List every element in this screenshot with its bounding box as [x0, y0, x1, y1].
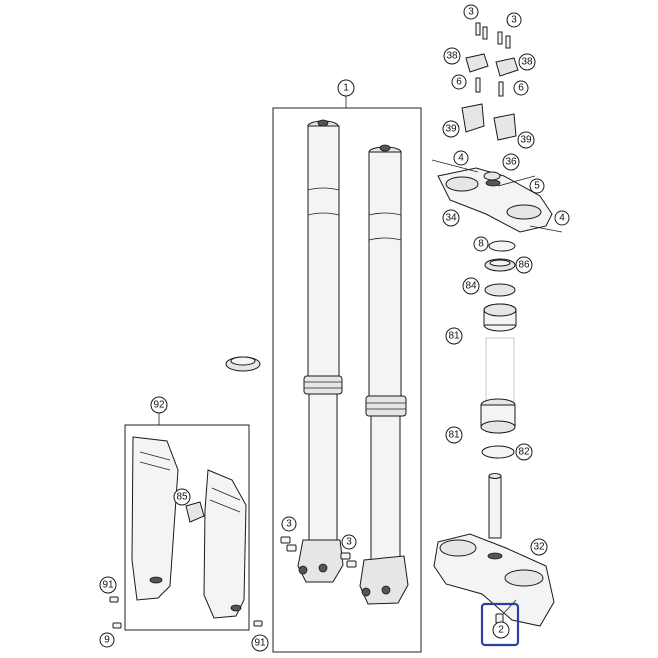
svg-text:39: 39 — [520, 135, 532, 146]
lower-triple-clamp — [433, 533, 555, 627]
right-fork-leg — [359, 144, 409, 605]
svg-text:91: 91 — [102, 580, 114, 591]
handlebar-clamp-screws — [475, 77, 504, 97]
svg-text:38: 38 — [521, 57, 533, 68]
svg-text:86: 86 — [518, 260, 530, 271]
bolt-2 — [495, 599, 517, 624]
svg-text:6: 6 — [456, 77, 462, 88]
left-fork-leg — [297, 119, 344, 583]
svg-text:82: 82 — [518, 447, 530, 458]
top-screws — [475, 22, 511, 49]
steering-stem — [488, 473, 502, 539]
callout-36[interactable]: 36 — [502, 153, 520, 171]
svg-text:34: 34 — [445, 213, 457, 224]
lower-bearing — [480, 398, 516, 434]
fork-foot-bolts — [280, 536, 357, 568]
svg-text:81: 81 — [448, 430, 460, 441]
protector-clamp — [185, 501, 205, 523]
svg-text:36: 36 — [505, 157, 517, 168]
svg-text:1: 1 — [343, 83, 349, 94]
highlight-box — [480, 602, 520, 647]
callout-4[interactable]: 4 — [453, 150, 469, 166]
lower-race-seal — [481, 445, 515, 459]
fork-group-frame — [272, 107, 422, 653]
callout-86[interactable]: 86 — [515, 256, 533, 274]
svg-text:5: 5 — [534, 181, 540, 192]
top-nut — [483, 171, 501, 181]
steering-tube-ghost — [485, 337, 515, 409]
callout-85[interactable]: 85 — [173, 488, 191, 506]
protector-screws — [109, 596, 263, 629]
callout-4[interactable]: 4 — [554, 210, 570, 226]
svg-text:3: 3 — [511, 15, 517, 26]
callout-8[interactable]: 8 — [473, 236, 489, 252]
svg-text:4: 4 — [559, 213, 565, 224]
handlebar-clamps-upper — [465, 53, 519, 77]
left-fork-protector — [131, 436, 179, 601]
svg-text:3: 3 — [286, 519, 292, 530]
callout-39[interactable]: 39 — [442, 120, 460, 138]
svg-text:9: 9 — [104, 635, 110, 646]
callout-3[interactable]: 3 — [341, 534, 357, 550]
callout-5[interactable]: 5 — [529, 178, 545, 194]
callout-3[interactable]: 3 — [463, 4, 479, 20]
callout-81[interactable]: 81 — [445, 327, 463, 345]
callout-1[interactable]: 1 — [337, 79, 355, 97]
svg-text:92: 92 — [153, 400, 165, 411]
callout-3[interactable]: 3 — [506, 12, 522, 28]
callout-92[interactable]: 92 — [150, 396, 168, 414]
callout-38[interactable]: 38 — [443, 47, 461, 65]
svg-text:91: 91 — [254, 638, 266, 649]
svg-text:8: 8 — [478, 239, 484, 250]
callout-91[interactable]: 91 — [99, 576, 117, 594]
callout-38[interactable]: 38 — [518, 53, 536, 71]
fork-protector-frame — [124, 424, 250, 631]
callout-6[interactable]: 6 — [451, 74, 467, 90]
right-fork-protector — [203, 469, 247, 619]
dust-cap — [484, 258, 516, 272]
callout-39[interactable]: 39 — [517, 131, 535, 149]
callout-32[interactable]: 32 — [530, 538, 548, 556]
callout-82[interactable]: 82 — [515, 443, 533, 461]
svg-text:3: 3 — [346, 537, 352, 548]
svg-text:4: 4 — [458, 153, 464, 164]
svg-text:6: 6 — [518, 83, 524, 94]
svg-text:84: 84 — [465, 281, 477, 292]
callout-9[interactable]: 9 — [99, 632, 115, 648]
callout-6[interactable]: 6 — [513, 80, 529, 96]
handlebar-risers — [461, 103, 517, 141]
svg-text:81: 81 — [448, 331, 460, 342]
callout-91[interactable]: 91 — [251, 634, 269, 652]
callout-81[interactable]: 81 — [445, 426, 463, 444]
svg-text:2: 2 — [498, 625, 504, 636]
svg-text:38: 38 — [446, 51, 458, 62]
upper-bearing — [483, 303, 517, 332]
steering-seal — [488, 240, 516, 252]
ring-nut — [225, 356, 261, 372]
callout-84[interactable]: 84 — [462, 277, 480, 295]
svg-text:3: 3 — [468, 7, 474, 18]
svg-text:85: 85 — [176, 492, 188, 503]
svg-text:32: 32 — [533, 542, 545, 553]
callout-3[interactable]: 3 — [281, 516, 297, 532]
svg-text:39: 39 — [445, 124, 457, 135]
callout-34[interactable]: 34 — [442, 209, 460, 227]
upper-race — [484, 283, 516, 297]
upper-triple-clamp — [431, 159, 563, 233]
callout-2[interactable]: 2 — [492, 621, 510, 639]
